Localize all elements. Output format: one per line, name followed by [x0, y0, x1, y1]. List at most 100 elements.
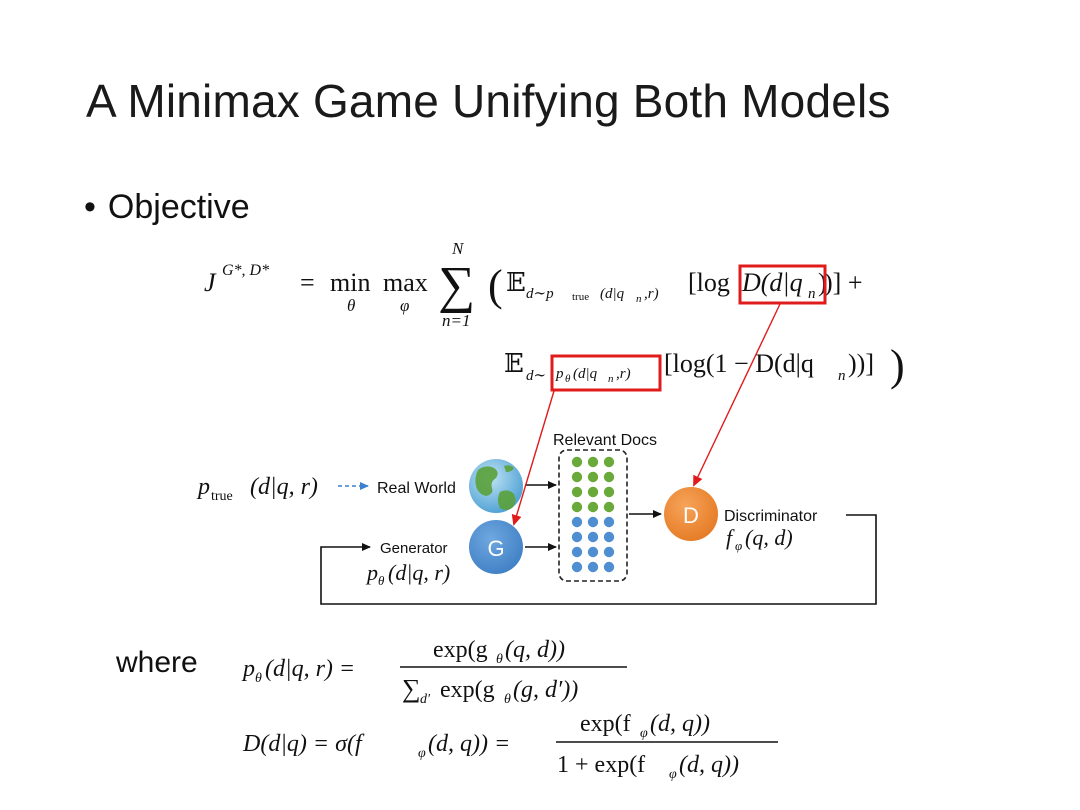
objective-equals: = [300, 268, 315, 297]
discriminator-label: Discriminator [724, 508, 818, 525]
globe-icon [469, 459, 523, 513]
doc-dot [571, 501, 583, 513]
doc-dot [571, 516, 583, 528]
eq2-lhs-rest: (d, q)) = [428, 731, 510, 757]
definitions: p θ (d|q, r) = exp(g θ (q, d)) ∑ d′ exp(… [241, 637, 778, 782]
doc-dot [603, 546, 615, 558]
objective-E2-boxed-sub: θ [565, 373, 571, 385]
discriminator-formula-sub: φ [735, 538, 742, 553]
generator-label: Generator [380, 540, 448, 557]
doc-dot [603, 561, 615, 573]
doc-dot [587, 531, 599, 543]
bullet-text: Objective [107, 188, 250, 226]
doc-dot [603, 501, 615, 513]
objective-term1-boxed-sub: n [808, 286, 816, 302]
objective-term1-pre: [log [688, 268, 730, 297]
objective-sum-top: N [451, 239, 465, 258]
objective-E1-sub-rest: (d|q [600, 286, 625, 302]
eq1-lhs-sub: θ [255, 671, 262, 686]
doc-dot [571, 561, 583, 573]
objective-formula-line2: 𝔼 d∼ p θ (d|q n ,r) [log(1 − D(d|q n ))]… [504, 341, 905, 392]
where-label: where [116, 646, 198, 679]
generator-formula-rest: (d|q, r) [388, 560, 450, 585]
eq1-den-rest: (g, d′)) [513, 677, 578, 703]
arrow-box-to-generator [511, 390, 555, 526]
doc-dot [603, 531, 615, 543]
objective-close-paren: ) [890, 341, 905, 390]
eq2-lhs-sub: φ [418, 746, 426, 761]
doc-dot [587, 456, 599, 468]
objective-E2-boxed-end: ,r) [616, 366, 631, 382]
objective-term2-sub: n [838, 368, 846, 384]
objective-term2-end: ))] [848, 349, 874, 378]
objective-max-sub: φ [400, 296, 409, 315]
objective-max: max [383, 268, 428, 297]
generator-node-letter: G [487, 536, 504, 561]
generator-formula-sub: θ [378, 573, 385, 588]
generator-formula: p [365, 560, 378, 585]
discriminator-formula: f [726, 525, 735, 550]
doc-dot [603, 456, 615, 468]
doc-dot [603, 486, 615, 498]
objective-E2-boxed-rest: (d|q [573, 366, 598, 382]
objective-E2-sub: d∼ [526, 368, 546, 384]
doc-dots [571, 456, 615, 573]
objective-sum: ∑ [438, 257, 475, 314]
ptrue-rest: (d|q, r) [250, 474, 318, 500]
eq2-den-sub: φ [669, 767, 677, 782]
doc-dot [587, 501, 599, 513]
ptrue-sub: true [211, 489, 233, 504]
objective-E1-sub-true: true [572, 291, 589, 303]
highlight-box-generator [550, 354, 662, 392]
highlight-box-discriminator [738, 264, 827, 305]
doc-dot [571, 471, 583, 483]
objective-term1-boxed-close: ) [818, 268, 827, 297]
arrow-box-to-discriminator [693, 303, 781, 487]
eq2-den-rest: (d, q)) [679, 752, 739, 778]
feedback-loop-arrow [320, 514, 877, 605]
eq1-numerator-rest: (q, d)) [505, 637, 565, 663]
relevant-docs-label: Relevant Docs [553, 432, 657, 449]
objective-E2-boxed: p [555, 366, 564, 382]
doc-dot [587, 546, 599, 558]
eq1-lhs-rest: (d|q, r) = [265, 656, 355, 682]
bullet-objective: • Objective [84, 188, 250, 227]
doc-dot [587, 561, 599, 573]
objective-E1: 𝔼 [506, 268, 526, 297]
objective-term2: [log(1 − D(d|q [664, 349, 814, 378]
doc-dot [571, 546, 583, 558]
ptrue-label: p [196, 474, 210, 500]
relevant-docs-box [558, 449, 628, 582]
objective-E1-sub: d∼p [526, 286, 554, 302]
eq1-denominator: exp(g [440, 677, 495, 703]
doc-dot [571, 456, 583, 468]
discriminator-formula-rest: (q, d) [745, 525, 793, 550]
objective-min: min [330, 268, 370, 297]
discriminator-node [664, 487, 718, 541]
eq2-numerator: exp(f [580, 711, 631, 737]
doc-dot [571, 531, 583, 543]
objective-min-sub: θ [347, 296, 355, 315]
eq2-numerator-rest: (d, q)) [650, 711, 710, 737]
gan-diagram: Relevant Docs [196, 303, 877, 605]
eq1-numerator: exp(g [433, 637, 488, 663]
eq1-den-sum: ∑ [402, 674, 421, 703]
bullet-marker: • [84, 188, 96, 226]
doc-dot [603, 516, 615, 528]
doc-dot [571, 486, 583, 498]
objective-lhs-sup: G*, D* [222, 262, 269, 279]
objective-open-paren: ( [488, 261, 503, 310]
eq2-denominator: 1 + exp(f [557, 752, 645, 778]
objective-E1-sub-end: ,r) [644, 286, 659, 302]
objective-E2-boxed-sub2: n [608, 373, 614, 385]
slide-title: A Minimax Game Unifying Both Models [86, 75, 891, 127]
discriminator-node-letter: D [683, 503, 699, 528]
objective-term1-post: )] + [824, 268, 862, 297]
real-world-label: Real World [377, 480, 456, 497]
objective-E1-sub-n: n [636, 293, 642, 305]
eq1-den-sub2: θ [504, 692, 511, 707]
objective-E2: 𝔼 [504, 349, 524, 378]
eq1-lhs: p [241, 656, 255, 682]
